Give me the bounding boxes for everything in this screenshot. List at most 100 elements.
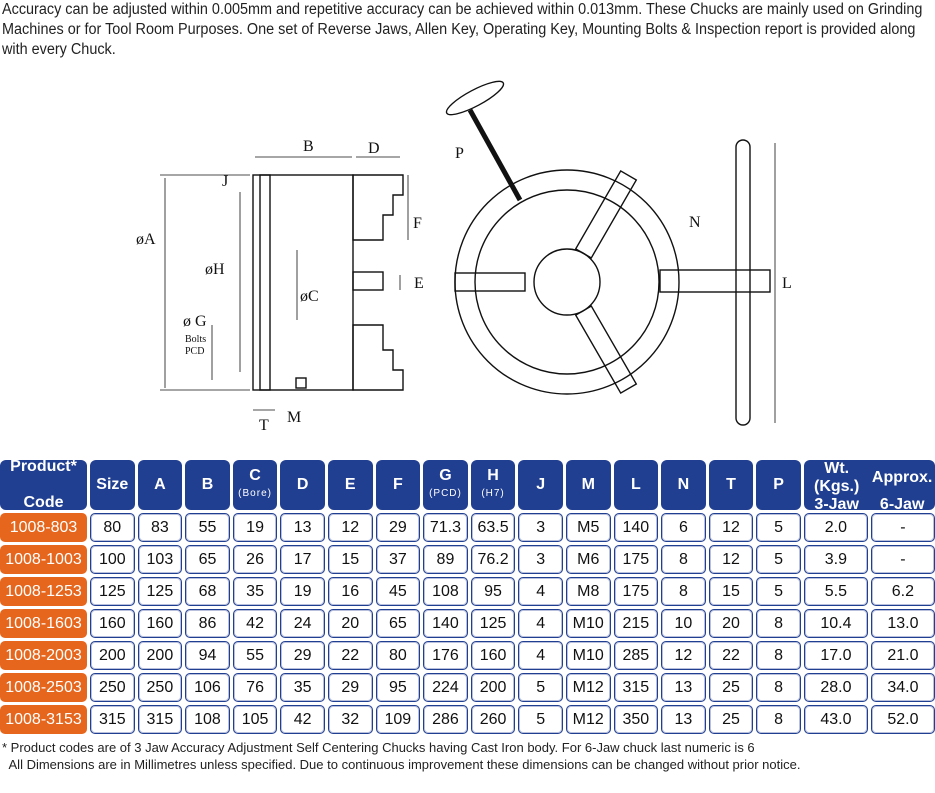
table-cell: 105	[232, 705, 278, 734]
column-header: L	[613, 460, 659, 510]
label-G-bolts: Bolts	[185, 334, 206, 345]
label-L: L	[782, 275, 792, 292]
footnote-product-codes: * Product codes are of 3 Jaw Accuracy Ad…	[2, 740, 755, 755]
front-view	[445, 80, 776, 426]
table-cell: 200	[470, 673, 516, 702]
table-cell: 8	[756, 641, 801, 670]
table-cell: 350	[613, 705, 659, 734]
table-cell: 286	[423, 705, 468, 734]
table-cell: 20	[708, 609, 754, 638]
table-cell: 100	[90, 545, 135, 574]
label-D: D	[368, 140, 380, 157]
column-header: C (Bore)	[232, 460, 278, 510]
table-cell: 160	[137, 609, 183, 638]
table-cell: M6	[565, 545, 611, 574]
table-cell: 125	[137, 577, 183, 606]
table-cell: 43.0	[803, 705, 868, 734]
table-cell: 12	[327, 513, 373, 542]
column-header: T	[708, 460, 754, 510]
column-header: Product* Code	[0, 458, 87, 511]
header-sublabel: (H7)	[481, 488, 505, 499]
table-cell: 24	[280, 609, 325, 638]
table-cell: 55	[185, 513, 230, 542]
table-cell: 125	[470, 609, 516, 638]
column-header: F	[375, 460, 421, 510]
table-cell: 3	[518, 545, 563, 574]
product-code: 1008-2003	[0, 641, 87, 670]
table-cell: 3	[518, 513, 563, 542]
table-cell: 89	[423, 545, 468, 574]
table-cell: 35	[280, 673, 325, 702]
table-cell: 6.2	[870, 577, 935, 606]
table-cell: 86	[185, 609, 230, 638]
column-header: D	[280, 460, 325, 510]
table-cell: 95	[470, 577, 516, 606]
column-header: M	[565, 460, 611, 510]
table-cell: 10.4	[803, 609, 868, 638]
table-cell: 315	[90, 705, 135, 734]
product-code: 1008-1603	[0, 609, 87, 638]
table-cell: 12	[708, 545, 754, 574]
table-cell: 83	[137, 513, 183, 542]
column-header: A	[137, 460, 183, 510]
table-cell: 25	[708, 705, 754, 734]
table-cell: 12	[708, 513, 754, 542]
header-label: Product*	[10, 458, 77, 475]
header-sublabel: (Bore)	[238, 488, 272, 499]
table-cell: 176	[423, 641, 468, 670]
label-J: J	[222, 173, 228, 190]
table-cell: 4	[518, 641, 563, 670]
header-label: E	[344, 476, 356, 493]
table-cell: 140	[613, 513, 659, 542]
label-H: øH	[205, 261, 225, 278]
table-cell: 175	[613, 577, 659, 606]
table-cell: 32	[327, 705, 373, 734]
column-header: E	[327, 460, 373, 510]
table-cell: 5.5	[803, 577, 868, 606]
table-cell: 13	[661, 705, 706, 734]
table-cell: 5	[518, 673, 563, 702]
table-cell: 13	[661, 673, 706, 702]
table-cell: 22	[708, 641, 754, 670]
table-cell: 65	[375, 609, 421, 638]
table-cell: 80	[90, 513, 135, 542]
table-cell: 42	[280, 705, 325, 734]
table-cell: 125	[90, 577, 135, 606]
table-cell: M10	[565, 641, 611, 670]
table-cell: 65	[185, 545, 230, 574]
table-cell: 175	[613, 545, 659, 574]
footnote-dimensions: All Dimensions are in Millimetres unless…	[2, 757, 801, 772]
table-cell: 3.9	[803, 545, 868, 574]
header-label-line2: Code	[23, 494, 64, 511]
table-cell: 160	[470, 641, 516, 670]
table-cell: 68	[185, 577, 230, 606]
table-cell: 4	[518, 577, 563, 606]
table-cell: M5	[565, 513, 611, 542]
header-label: M	[581, 476, 595, 493]
column-header: N	[661, 460, 706, 510]
table-cell: 250	[90, 673, 135, 702]
header-label: T	[726, 476, 736, 493]
header-label: Size	[96, 476, 129, 493]
weight-header-label: Wt. (Kgs.)	[813, 460, 860, 495]
column-header: B	[185, 460, 230, 510]
header-label: C	[249, 467, 261, 484]
weight-header-label: Approx.	[871, 469, 933, 486]
table-cell: 20	[327, 609, 373, 638]
chuck-diagram: øA B øC D E F ø G Bolts PCD øH J M T P N…	[136, 80, 792, 434]
table-cell: 35	[232, 577, 278, 606]
table-cell: 8	[661, 545, 706, 574]
table-cell: 6	[661, 513, 706, 542]
table-cell: 224	[423, 673, 468, 702]
table-cell: 315	[137, 705, 183, 734]
table-cell: 37	[375, 545, 421, 574]
label-B: B	[303, 138, 314, 155]
column-header: P	[756, 460, 801, 510]
label-N: N	[689, 214, 701, 231]
table-cell: M8	[565, 577, 611, 606]
product-code: 1008-3153	[0, 705, 87, 734]
table-cell: 15	[327, 545, 373, 574]
table-cell: 76	[232, 673, 278, 702]
